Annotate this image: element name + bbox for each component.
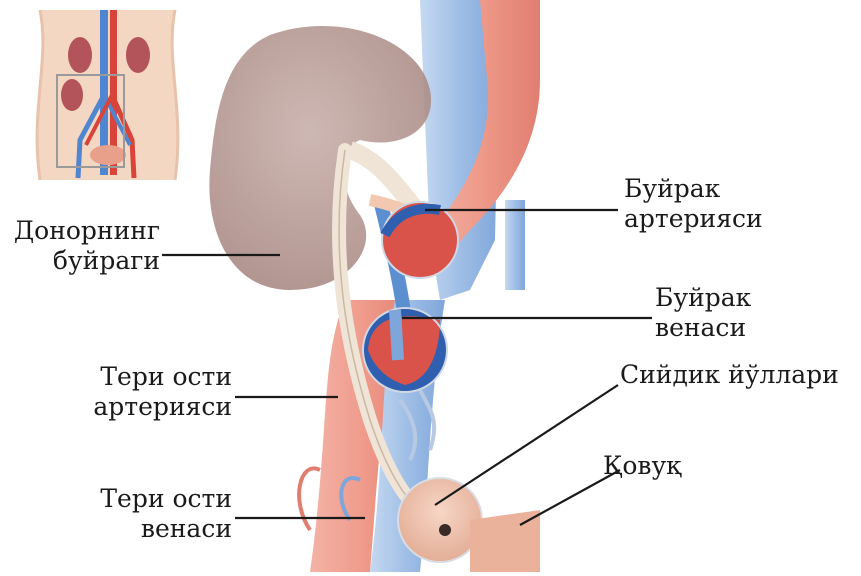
iliac-vein-label-line1: Тери ости	[60, 484, 232, 514]
donor-kidney-label-line2: буйраги	[0, 246, 160, 276]
urinary-tract-label: Сийдик йўллари	[620, 360, 839, 390]
renal-vein-label: Буйрак венаси	[655, 283, 751, 343]
renal-artery-label-line2: артерияси	[624, 204, 763, 234]
iliac-artery-label: Тери ости артерияси	[60, 362, 232, 422]
torso-thumbnail	[37, 10, 178, 180]
iliac-vein-label-line2: венаси	[60, 514, 232, 544]
renal-artery-label: Буйрак артерияси	[624, 174, 763, 234]
bladder-label: Қовуқ	[603, 451, 681, 481]
renal-artery-label-line1: Буйрак	[624, 174, 763, 204]
renal-vein-label-line1: Буйрак	[655, 283, 751, 313]
renal-vein-anastomosis	[363, 308, 447, 392]
urinary-tract-label-line1: Сийдик йўллари	[620, 360, 839, 390]
renal-artery-anastomosis	[382, 202, 458, 278]
iliac-artery-label-line1: Тери ости	[60, 362, 232, 392]
iliac-vein-label: Тери ости венаси	[60, 484, 232, 544]
iliac-artery-label-line2: артерияси	[60, 392, 232, 422]
donor-kidney-label: Донорнинг буйраги	[0, 216, 160, 276]
renal-vein-label-line2: венаси	[655, 313, 751, 343]
donor-kidney-label-line1: Донорнинг	[0, 216, 160, 246]
bladder-label-line1: Қовуқ	[603, 451, 681, 481]
